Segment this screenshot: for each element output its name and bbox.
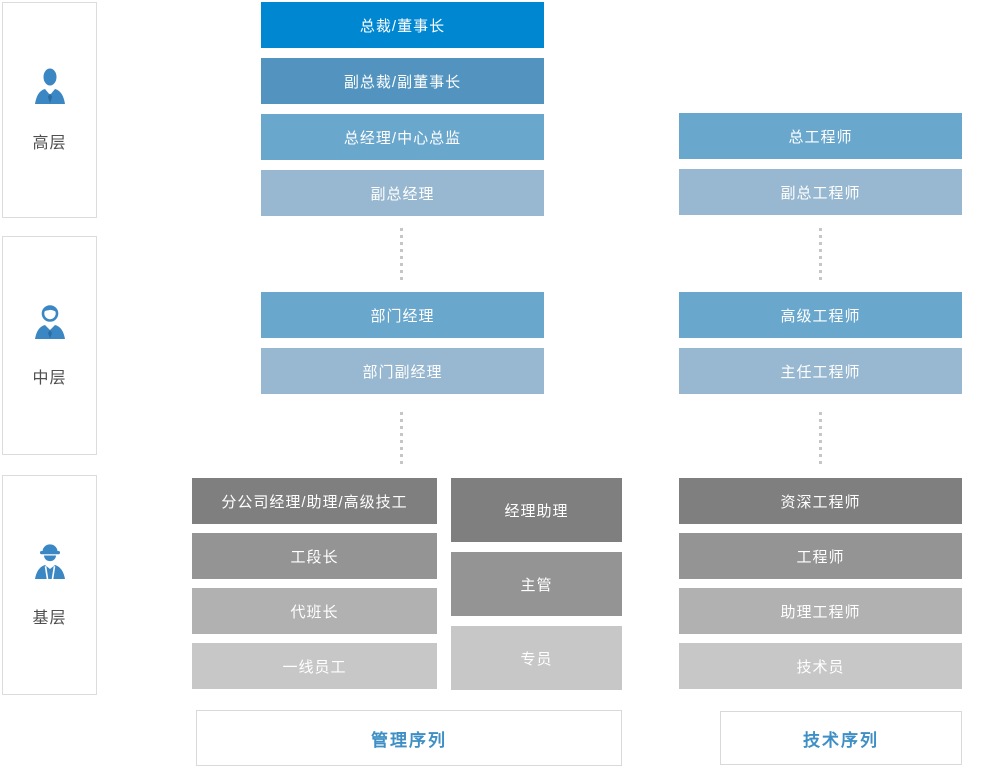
org-bar: 副总工程师 — [679, 169, 962, 215]
org-bar: 主管 — [451, 552, 622, 616]
management-sequence-label: 管理序列 — [371, 730, 447, 750]
management-base-bars-left: 分公司经理/助理/高级技工工段长代班长一线员工 — [192, 478, 437, 689]
level-box-middle: 中层 — [2, 236, 97, 455]
executive-icon — [29, 68, 71, 111]
level-label: 高层 — [32, 134, 67, 152]
org-bar: 总工程师 — [679, 113, 962, 159]
org-bar: 技术员 — [679, 643, 962, 689]
dotted-connector — [819, 412, 822, 468]
technical-base-bars: 资深工程师工程师助理工程师技术员 — [679, 478, 962, 689]
org-bar: 代班长 — [192, 588, 437, 634]
org-bar: 助理工程师 — [679, 588, 962, 634]
management-senior-bars: 总裁/董事长副总裁/副董事长总经理/中心总监副总经理 — [261, 2, 544, 216]
dotted-connector — [400, 228, 403, 281]
org-bar: 工程师 — [679, 533, 962, 579]
org-bar: 总裁/董事长 — [261, 2, 544, 48]
dotted-connector — [819, 228, 822, 281]
org-bar: 部门经理 — [261, 292, 544, 338]
management-base-bars-right: 经理助理主管专员 — [451, 478, 622, 690]
level-label: 基层 — [32, 609, 67, 627]
org-bar: 总经理/中心总监 — [261, 114, 544, 160]
technical-middle-bars: 高级工程师主任工程师 — [679, 292, 962, 394]
worker-icon — [29, 543, 71, 586]
management-sequence-footer: 管理序列 — [196, 710, 622, 766]
dotted-connector — [400, 412, 403, 468]
level-box-senior: 高层 — [2, 2, 97, 218]
org-bar: 资深工程师 — [679, 478, 962, 524]
technical-sequence-footer: 技术序列 — [720, 711, 962, 765]
manager-icon — [29, 303, 71, 346]
org-bar: 一线员工 — [192, 643, 437, 689]
level-label: 中层 — [32, 370, 67, 387]
org-bar: 经理助理 — [451, 478, 622, 542]
org-bar: 分公司经理/助理/高级技工 — [192, 478, 437, 524]
org-bar: 副总经理 — [261, 170, 544, 216]
technical-senior-bars: 总工程师副总工程师 — [679, 113, 962, 215]
org-bar: 工段长 — [192, 533, 437, 579]
org-bar: 副总裁/副董事长 — [261, 58, 544, 104]
org-bar: 部门副经理 — [261, 348, 544, 394]
org-bar: 主任工程师 — [679, 348, 962, 394]
technical-sequence-label: 技术序列 — [803, 730, 879, 750]
org-bar: 专员 — [451, 626, 622, 690]
management-middle-bars: 部门经理部门副经理 — [261, 292, 544, 394]
org-bar: 高级工程师 — [679, 292, 962, 338]
level-box-base: 基层 — [2, 475, 97, 695]
